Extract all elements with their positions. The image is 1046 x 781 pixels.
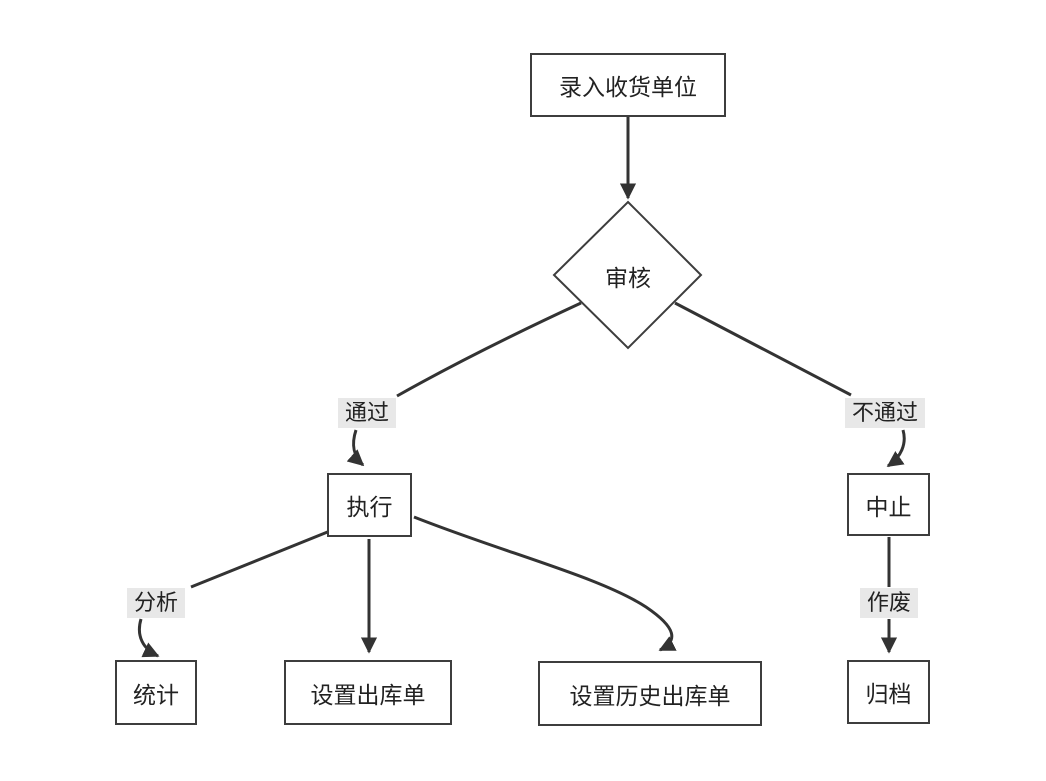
- node-archive: 归档: [847, 660, 930, 724]
- edge-pass-label-to-execute: [346, 429, 365, 467]
- node-outbound: 设置出库单: [284, 660, 452, 725]
- edge-label-pass: 通过: [338, 398, 397, 428]
- node-history: 设置历史出库单: [538, 661, 762, 726]
- node-execute: 执行: [327, 473, 412, 537]
- node-stats: 统计: [115, 660, 197, 725]
- edge-execute-to-history: [413, 515, 677, 652]
- edge-label-fail: 不通过: [845, 398, 926, 428]
- edge-review-to-fail-label: [674, 301, 852, 397]
- edge-label-analyze: 分析: [127, 588, 186, 618]
- edge-fail-label-to-abort: [886, 429, 906, 468]
- edge-analyze-label-to-stats: [137, 618, 160, 658]
- edge-review-to-pass-label: [396, 301, 582, 398]
- edge-execute-to-analyze-label: [190, 529, 331, 589]
- node-review-label: 审核: [605, 265, 651, 291]
- edge-label-void: 作废: [860, 588, 919, 618]
- node-abort: 中止: [847, 473, 930, 536]
- decision-diamond-review: [552, 200, 703, 350]
- node-entry: 录入收货单位: [530, 53, 726, 117]
